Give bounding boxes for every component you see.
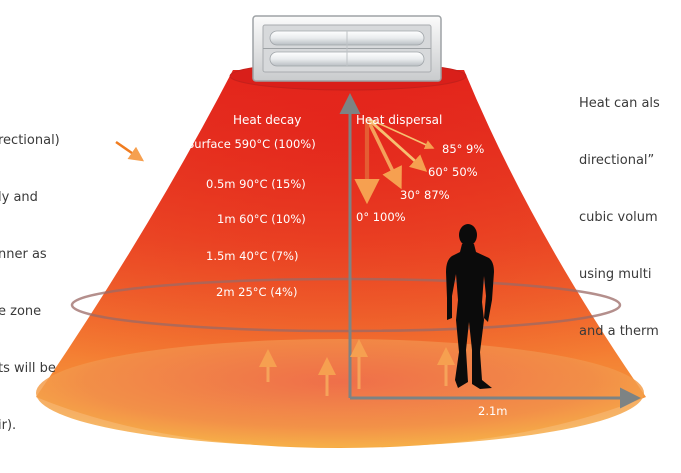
distance-label: 2.1m <box>478 404 508 418</box>
heat-decay-row: 1m 60°C (10%) <box>217 212 306 226</box>
heat-decay-row: Surface 590°C (100%) <box>187 137 316 151</box>
floor-ellipse <box>36 339 644 447</box>
dispersal-angle-label: 85° 9% <box>442 142 485 156</box>
dispersal-angle-label: 60° 50% <box>428 165 478 179</box>
heat-decay-title: Heat decay <box>233 113 302 127</box>
height-ring <box>70 277 622 333</box>
left-text-line: ts will be <box>0 361 56 376</box>
right-description: Heat can als directional” cubic volum us… <box>579 56 660 379</box>
right-text-line: cubic volum <box>579 210 658 225</box>
heat-decay-row: 1.5m 40°C (7%) <box>206 249 299 263</box>
person-silhouette <box>446 224 494 389</box>
left-text-line: nner as <box>0 247 47 262</box>
right-text-line: using multi <box>579 267 652 282</box>
heater <box>252 15 442 82</box>
heat-dispersal-title: Heat dispersal <box>356 113 443 127</box>
heat-diagram: rectional) ly and nner as e zone ts will… <box>0 15 660 448</box>
left-description: rectional) ly and nner as e zone ts will… <box>0 93 60 473</box>
right-text-line: Heat can als <box>579 96 660 111</box>
diagram-canvas <box>36 15 646 448</box>
heat-decay-row: 0.5m 90°C (15%) <box>206 177 306 191</box>
right-text-line: and a therm <box>579 324 659 339</box>
heat-decay-row: 2m 25°C (4%) <box>216 285 298 299</box>
dispersal-arrows <box>354 116 435 205</box>
dispersal-angle-label: 30° 87% <box>400 188 450 202</box>
left-text-line: e zone <box>0 304 42 319</box>
right-text-line: directional” <box>579 153 655 168</box>
rising-heat-arrows <box>259 339 455 396</box>
pointer-arrow <box>115 140 145 162</box>
left-text-line: rectional) <box>0 133 60 148</box>
dispersal-angle-label: 0° 100% <box>356 210 406 224</box>
left-text-line: ly and <box>0 190 38 205</box>
left-text-line: ir). <box>0 418 17 433</box>
